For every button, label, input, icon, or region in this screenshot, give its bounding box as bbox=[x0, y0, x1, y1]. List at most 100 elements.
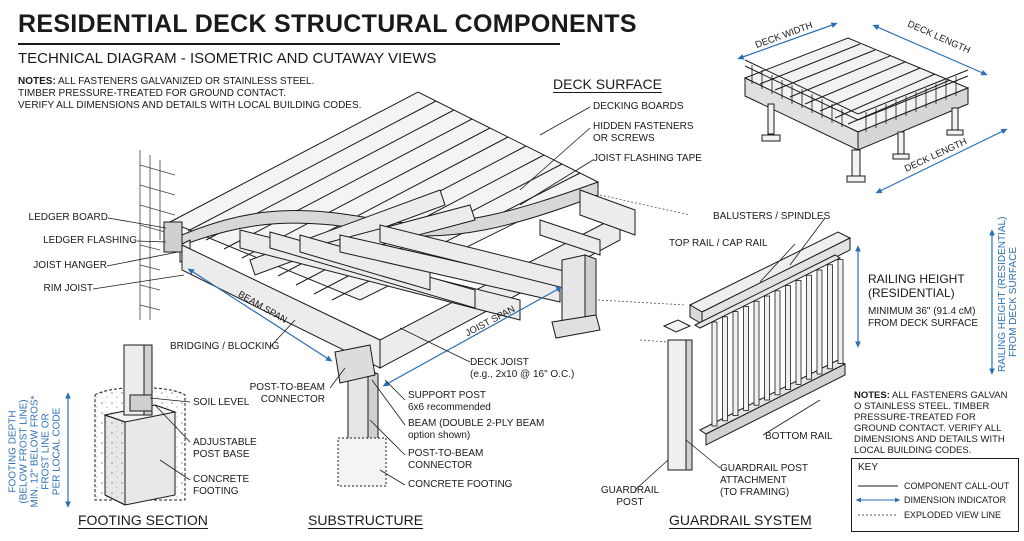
label-deck-joist: DECK JOIST (e.g., 2x10 @ 16" O.C.) bbox=[470, 357, 574, 381]
footing-section bbox=[94, 344, 186, 506]
title-underline bbox=[18, 43, 560, 45]
label-footing-depth: FOOTING DEPTH (BELOW FROST LINE) MIN. 12… bbox=[8, 387, 63, 517]
page-subtitle: TECHNICAL DIAGRAM - ISOMETRIC AND CUTAWA… bbox=[18, 50, 437, 67]
label-post-base: ADJUSTABLE POST BASE bbox=[193, 437, 257, 461]
key-title: KEY bbox=[858, 462, 879, 473]
label-footing-depth-5: PER LOCAL CODE bbox=[51, 407, 63, 496]
key-callout: COMPONENT CALL-OUT bbox=[904, 481, 1010, 491]
key-exploded: EXPLODED VIEW LINE bbox=[904, 510, 1002, 520]
label-hidden-fasteners-1: HIDDEN FASTENERS bbox=[593, 121, 694, 132]
notes-top: NOTES: ALL FASTENERS GALVANIZED OR STAIN… bbox=[18, 76, 361, 112]
railing-height-callout: RAILING HEIGHT (RESIDENTIAL) MINIMUM 36"… bbox=[868, 272, 978, 330]
baluster bbox=[827, 264, 833, 370]
label-top-rail: TOP RAIL / CAP RAIL bbox=[669, 238, 768, 249]
label-support-post-1: SUPPORT POST bbox=[408, 390, 486, 401]
baluster bbox=[732, 311, 739, 417]
label-support-post-2: 6x6 recommended bbox=[408, 402, 491, 413]
label-rim-joist: RIM JOIST bbox=[43, 283, 93, 294]
guardrail-heading: GUARDRAIL SYSTEM bbox=[669, 512, 812, 528]
label-footing-depth-4: FROST LINE OR bbox=[40, 413, 52, 490]
railing-height-2: (RESIDENTIAL) bbox=[868, 286, 955, 300]
label-bridging: BRIDGING / BLOCKING bbox=[170, 341, 280, 352]
baluster bbox=[764, 295, 770, 401]
railing-vert-1: RAILING HEIGHT (RESIDENTIAL) bbox=[997, 216, 1008, 372]
label-post-base-2: POST BASE bbox=[193, 449, 250, 460]
label-support-post: SUPPORT POST 6x6 recommended bbox=[408, 390, 491, 414]
callout-leaders bbox=[92, 106, 826, 491]
notes-line-1: ALL FASTENERS GALVANIZED OR STAINLESS ST… bbox=[55, 76, 315, 87]
label-concrete-footing: CONCRETE FOOTING bbox=[408, 479, 513, 490]
label-post-to-beam-b: POST-TO-BEAM CONNECTOR bbox=[408, 448, 483, 472]
label-balusters: BALUSTERS / SPINDLES bbox=[713, 211, 831, 222]
label-hidden-fasteners: HIDDEN FASTENERS OR SCREWS bbox=[593, 121, 694, 145]
label-footing-2: FOOTING bbox=[193, 486, 239, 497]
label-bottom-rail: BOTTOM RAIL bbox=[765, 431, 833, 442]
railing-min: MINIMUM 36" (91.4 cM) FROM DECK SURFACE bbox=[868, 306, 978, 330]
label-ledger-board: LEDGER BOARD bbox=[28, 212, 108, 223]
railing-vert-2: FROM DECK SURFACE bbox=[1008, 247, 1019, 358]
notes-side: NOTES: ALL FASTENERS GALVAN O STAINLESS … bbox=[854, 390, 1014, 456]
label-post-attachment: GUARDRAIL POST ATTACHMENT (TO FRAMING) bbox=[720, 463, 808, 499]
substructure-heading: SUBSTRUCTURE bbox=[308, 512, 424, 528]
label-soil-level: SOIL LEVEL bbox=[193, 397, 250, 408]
label-deck-joist-1: DECK JOIST bbox=[470, 357, 529, 368]
railing-min-2: FROM DECK SURFACE bbox=[868, 318, 979, 329]
key-dimension: DIMENSION INDICATOR bbox=[904, 495, 1007, 505]
support-posts bbox=[334, 254, 601, 487]
railing-height-vertical: RAILING HEIGHT (RESIDENTIAL) FROM DECK S… bbox=[997, 216, 1019, 372]
key-symbols bbox=[855, 485, 901, 516]
deck-surface-heading: DECK SURFACE bbox=[553, 76, 662, 92]
label-post-base-1: ADJUSTABLE bbox=[193, 437, 257, 448]
label-footing-1: CONCRETE bbox=[193, 474, 250, 485]
baluster bbox=[785, 285, 791, 391]
label-post-to-beam-a-2: CONNECTOR bbox=[260, 394, 325, 405]
notes-line-3: VERIFY ALL DIMENSIONS AND DETAILS WITH L… bbox=[18, 100, 362, 111]
label-footing: CONCRETE FOOTING bbox=[193, 474, 249, 498]
label-footing-depth-3: MIN. 12" BELOW FROS* bbox=[29, 395, 41, 508]
label-beam-2: option shown) bbox=[408, 430, 471, 441]
label-beam-1: BEAM (DOUBLE 2-PLY BEAM bbox=[408, 418, 545, 429]
baluster bbox=[816, 269, 823, 375]
label-post-to-beam-a-1: POST-TO-BEAM bbox=[249, 382, 325, 393]
label-guardrail-post-2: POST bbox=[616, 497, 644, 508]
label-hidden-fasteners-2: OR SCREWS bbox=[593, 133, 655, 144]
baluster bbox=[806, 274, 812, 380]
notes-side-prefix: NOTES: bbox=[854, 390, 890, 401]
label-post-attachment-1: GUARDRAIL POST bbox=[720, 463, 808, 474]
notes-prefix: NOTES: bbox=[18, 76, 56, 87]
label-post-to-beam-b-1: POST-TO-BEAM bbox=[408, 448, 484, 459]
notes-line-2: TIMBER PRESSURE-TREATED FOR GROUND CONTA… bbox=[18, 88, 286, 99]
label-decking-boards: DECKING BOARDS bbox=[593, 101, 684, 112]
iso-balusters bbox=[751, 65, 957, 132]
label-beam: BEAM (DOUBLE 2-PLY BEAM option shown) bbox=[408, 418, 544, 442]
railing-min-1: MINIMUM 36" (91.4 cM) bbox=[868, 306, 976, 317]
baluster bbox=[753, 300, 760, 406]
dimension-lines bbox=[65, 22, 1008, 508]
baluster bbox=[837, 259, 844, 365]
label-post-to-beam-b-2: CONNECTOR bbox=[408, 460, 473, 471]
label-ledger-flashing: LEDGER FLASHING bbox=[43, 235, 137, 246]
baluster bbox=[711, 321, 718, 427]
label-footing-depth-1: FOOTING DEPTH bbox=[7, 410, 19, 493]
guardrail-balusters bbox=[711, 259, 844, 427]
label-guardrail-post: GUARDRAIL POST bbox=[600, 485, 660, 509]
notes-side-text: ALL FASTENERS GALVAN O STAINLESS STEEL. … bbox=[854, 390, 1008, 456]
baluster bbox=[795, 279, 802, 385]
label-deck-joist-2: (e.g., 2x10 @ 16" O.C.) bbox=[470, 369, 575, 380]
railing-height-1: RAILING HEIGHT bbox=[868, 272, 965, 286]
baluster bbox=[722, 316, 728, 422]
footing-heading: FOOTING SECTION bbox=[78, 512, 208, 528]
label-post-attachment-3: (TO FRAMING) bbox=[720, 487, 790, 498]
house-siding bbox=[139, 150, 176, 320]
exploded-lines bbox=[597, 194, 691, 343]
legend-key: KEY COMPONENT CALL-OUT DIMENSION INDICAT… bbox=[851, 458, 1019, 532]
label-flashing-tape: JOIST FLASHING TAPE bbox=[593, 153, 702, 164]
label-joist-hanger: JOIST HANGER bbox=[33, 260, 107, 271]
label-footing-depth-2: (BELOW FROST LINE) bbox=[18, 399, 30, 504]
page-title: RESIDENTIAL DECK STRUCTURAL COMPONENTS bbox=[18, 10, 637, 38]
baluster bbox=[743, 305, 749, 411]
label-post-to-beam-a: POST-TO-BEAM CONNECTOR bbox=[230, 382, 325, 406]
label-post-attachment-2: ATTACHMENT bbox=[720, 475, 787, 486]
